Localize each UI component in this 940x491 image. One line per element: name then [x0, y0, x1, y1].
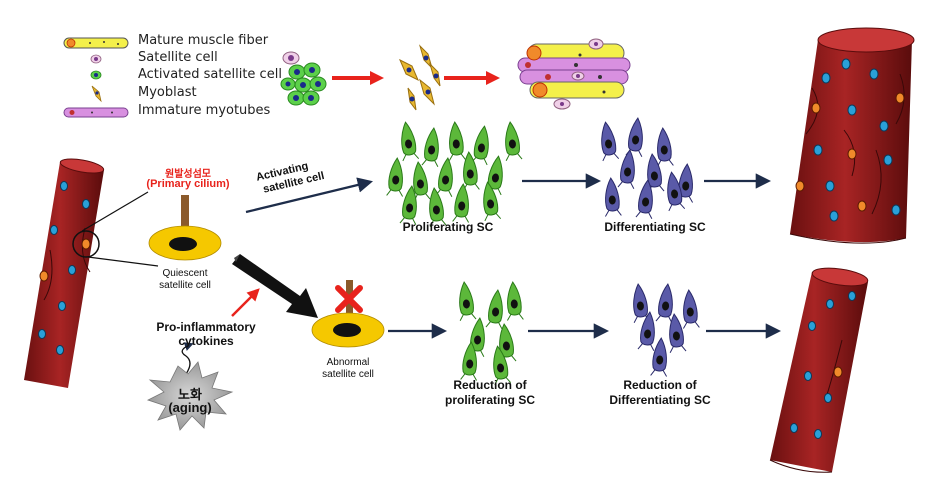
- proliferating-cell: [452, 183, 470, 223]
- aging-burst-icon: [146, 361, 234, 431]
- quiescent-satellite-cell: [148, 195, 222, 261]
- proliferating-cell: [448, 121, 466, 161]
- reduced-proliferating-cell: [493, 345, 512, 386]
- proliferating-sc-cluster: [386, 121, 523, 227]
- differentiating-sc-cluster: [601, 117, 694, 219]
- activated-satellite-cell-icon: [90, 70, 102, 80]
- immature-myotubes-icon: [63, 107, 129, 118]
- primary-cilium-korean: 원발성섬모: [165, 169, 211, 180]
- cytokines-label-1: Pro-inflammatory: [156, 320, 256, 334]
- differentiating-cell: [601, 121, 620, 162]
- reduction-prolif-label-2: proliferating SC: [444, 393, 535, 407]
- reduction-prolif-label-1: Reduction of: [453, 378, 527, 392]
- aging-black-arrow: [232, 254, 318, 318]
- proliferating-cell: [386, 157, 404, 197]
- differentiating-cell: [617, 149, 635, 189]
- aging-label: (aging): [168, 400, 212, 415]
- proliferating-cell: [505, 121, 523, 161]
- legend-mature-muscle-fiber: Mature muscle fiber: [138, 33, 269, 48]
- activating-arrow: [245, 177, 373, 214]
- reduction-diff-label-1: Reduction of: [623, 378, 697, 392]
- top-red-arrow-2-head: [486, 71, 500, 85]
- legend-activated-satellite-cell: Activated satellite cell: [138, 67, 282, 82]
- myoblast-group: [399, 44, 441, 111]
- atrophied-muscle-fiber: [769, 267, 869, 473]
- legend-myoblast: Myoblast: [138, 85, 197, 100]
- legend-immature-myotubes: Immature myotubes: [138, 103, 271, 118]
- proliferating-cell: [401, 121, 420, 162]
- left-muscle-fiber: [24, 158, 159, 388]
- activated-cell-cluster: [280, 51, 327, 106]
- reduced-differentiating-cell: [682, 289, 700, 329]
- legend: [63, 37, 129, 118]
- zoom-circle: [72, 230, 100, 258]
- healthy-muscle-fiber: [789, 27, 915, 244]
- reduced-differentiating-cell: [650, 337, 668, 377]
- primary-cilium-label: (Primary cilium): [146, 178, 230, 190]
- abnormal-label-2: satellite cell: [322, 369, 374, 380]
- abnormal-label-1: Abnormal: [326, 357, 370, 368]
- differentiating-sc-label: Differentiating SC: [604, 220, 706, 234]
- reduced-proliferating-cell: [459, 281, 477, 321]
- satellite-cell-icon: [90, 54, 102, 64]
- reduced-proliferating-cell: [506, 281, 524, 321]
- legend-satellite-cell: Satellite cell: [138, 50, 218, 65]
- aging-korean: 노화: [178, 387, 202, 402]
- proliferating-cell: [421, 127, 439, 167]
- proliferating-cell: [399, 185, 417, 225]
- proliferating-cell: [483, 181, 502, 222]
- quiescent-label-1: Quiescent: [162, 268, 208, 279]
- cytokines-label-2: cytokines: [178, 334, 234, 348]
- reduced-proliferating-cell: [485, 289, 503, 329]
- proliferating-cell: [470, 125, 489, 166]
- reduction-diff-label-2: Differentiating SC: [609, 393, 711, 407]
- fiber-bundle: [517, 38, 631, 110]
- differentiating-cell: [667, 171, 686, 212]
- differentiating-cell: [656, 127, 674, 167]
- red-x-icon: [335, 285, 363, 313]
- reduced-proliferating-sc-cluster: [459, 281, 524, 386]
- aging-squiggle-arrow: [181, 342, 194, 375]
- reduced-differentiating-cell: [669, 313, 687, 353]
- differentiating-cell: [604, 177, 622, 217]
- myoblast-icon: [91, 85, 102, 103]
- differentiating-cell: [635, 179, 653, 219]
- mature-muscle-fiber-icon: [63, 37, 129, 49]
- top-red-arrow-1-head: [370, 71, 384, 85]
- quiescent-label-2: satellite cell: [159, 280, 211, 291]
- proliferating-cell: [429, 187, 447, 227]
- proliferating-cell: [435, 157, 453, 197]
- reduced-differentiating-cell: [637, 311, 655, 351]
- proliferating-sc-label: Proliferating SC: [402, 220, 494, 234]
- abnormal-satellite-cell: [311, 280, 385, 348]
- reduced-proliferating-cell: [460, 341, 478, 381]
- cytokine-red-arrow: [231, 288, 260, 317]
- reduced-differentiating-sc-cluster: [633, 283, 700, 377]
